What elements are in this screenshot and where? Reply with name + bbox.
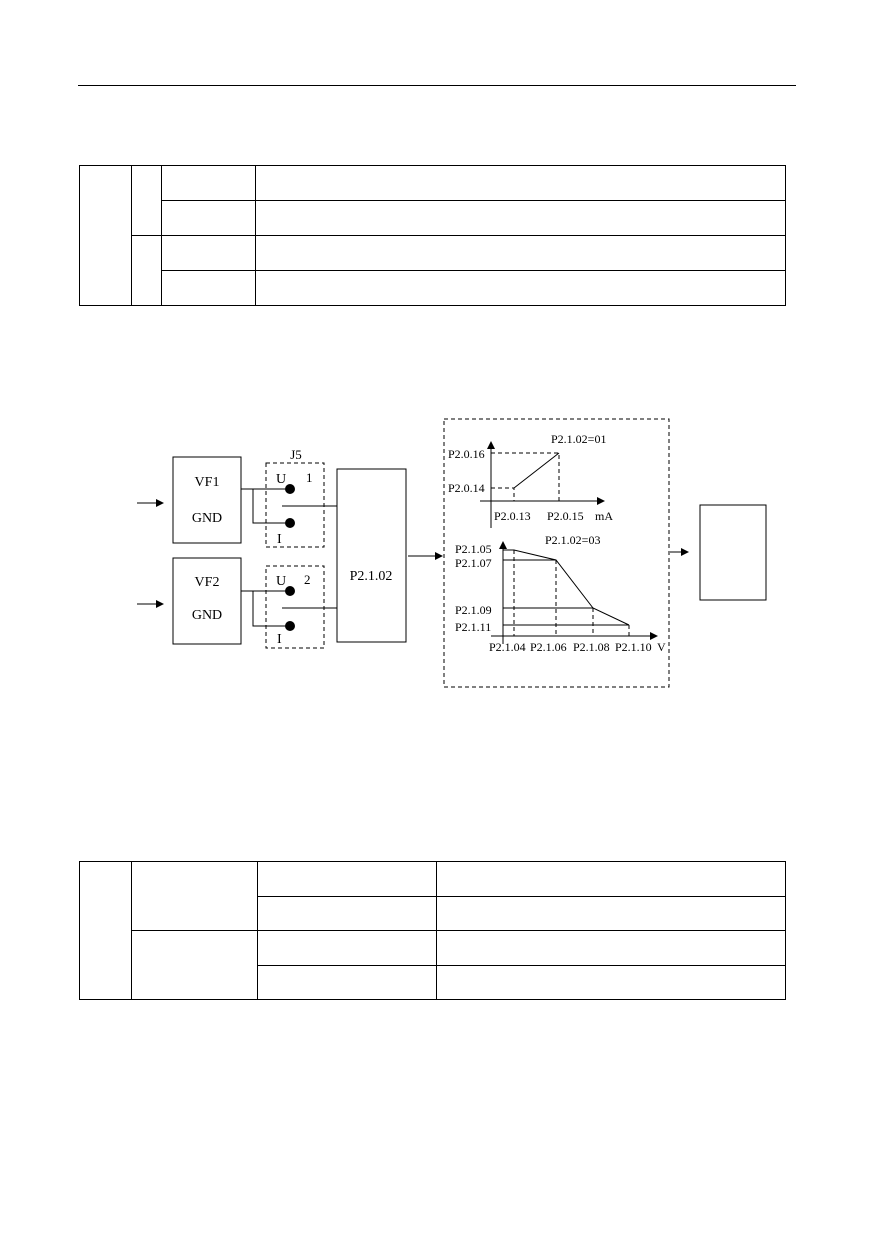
- table-cell: [255, 200, 786, 236]
- vf1-label: VF1: [195, 475, 220, 490]
- curve2-y-label-3: P2.1.09: [455, 603, 492, 617]
- vf1-i-wire: [252, 489, 290, 524]
- table-row: [80, 270, 786, 306]
- table-cell: [436, 930, 786, 966]
- table-cell: [257, 895, 437, 931]
- curve1-low-guide: [491, 487, 515, 501]
- curve-settings-box: [443, 418, 670, 688]
- table-cell: [161, 270, 256, 306]
- vf1-terminal-box: [172, 456, 242, 544]
- table-cell: [131, 165, 162, 236]
- vf1-channel-number: 1: [306, 470, 313, 485]
- curve1-y-low-label: P2.0.14: [448, 481, 485, 495]
- table-cell: [255, 165, 786, 201]
- table-cell: [161, 165, 256, 201]
- j5-jumper-1: [265, 462, 325, 548]
- table-row: [80, 235, 786, 306]
- table-cell: [436, 964, 786, 1000]
- curve2-y-label-2: P2.1.07: [455, 556, 492, 570]
- vf1-i-label: I: [277, 532, 282, 547]
- curve2-y-label-1: P2.1.05: [455, 542, 492, 556]
- table-row: [80, 895, 786, 931]
- vf1-u-label: U: [276, 472, 286, 487]
- table-cell: [161, 200, 256, 236]
- curve1-line: [513, 452, 560, 489]
- table-cell: [131, 930, 258, 1000]
- table-cell: [436, 895, 786, 931]
- vf2-u-label: U: [276, 574, 286, 589]
- table-row: [80, 930, 786, 1000]
- curve1-y-high-label: P2.0.16: [448, 447, 485, 461]
- table-cell: [79, 861, 132, 1000]
- parameter-table-1: [79, 165, 786, 306]
- vf2-terminal-box: [172, 557, 242, 645]
- table-cell: [131, 861, 258, 931]
- curve2-mode-label: P2.1.02=03: [545, 533, 600, 547]
- table-row: [79, 165, 786, 306]
- vf2-i-wire: [252, 591, 290, 627]
- curve2-x-label-4: P2.1.10: [615, 640, 652, 654]
- curve1-high-guide: [491, 452, 560, 501]
- header-rule: [78, 85, 796, 86]
- vf2-gnd-label: GND: [192, 608, 222, 623]
- table-row: [80, 964, 786, 1000]
- vf2-i-label: I: [277, 632, 282, 647]
- curve1-unit-label: mA: [595, 509, 613, 523]
- curve1-x-high-label: P2.0.15: [547, 509, 584, 523]
- j5-label: J5: [290, 447, 302, 462]
- curve2-line: [503, 549, 630, 626]
- table-cell: [131, 235, 162, 306]
- vf1-gnd-label: GND: [192, 511, 222, 526]
- curve2-x-label-3: P2.1.08: [573, 640, 610, 654]
- vf2-label: VF2: [195, 575, 220, 590]
- vf2-channel-number: 2: [304, 572, 311, 587]
- curve1-x-low-label: P2.0.13: [494, 509, 531, 523]
- table-cell: [79, 165, 132, 306]
- table-cell: [436, 861, 786, 897]
- curve2-unit-label: V: [657, 640, 666, 654]
- table-cell: [161, 235, 256, 271]
- table-row: [79, 861, 786, 1000]
- selector-label: P2.1.02: [350, 569, 393, 584]
- output-box: [699, 504, 767, 601]
- table-cell: [255, 270, 786, 306]
- selector-box: [336, 468, 407, 643]
- curve2-y-label-4: P2.1.11: [455, 620, 491, 634]
- curve2-x-label-2: P2.1.06: [530, 640, 567, 654]
- parameter-table-2: [79, 861, 786, 1000]
- table-cell: [257, 861, 437, 897]
- curve1-mode-label: P2.1.02=01: [551, 432, 606, 446]
- table-cell: [255, 235, 786, 271]
- table-cell: [257, 930, 437, 966]
- analog-input-diagram: VF1 GND VF2 GND J5 U 1 I U 2 I P2.1.02 P…: [137, 418, 767, 688]
- table-row: [80, 200, 786, 236]
- j5-jumper-2: [265, 565, 325, 649]
- table-cell: [257, 964, 437, 1000]
- curve2-x-label-1: P2.1.04: [489, 640, 526, 654]
